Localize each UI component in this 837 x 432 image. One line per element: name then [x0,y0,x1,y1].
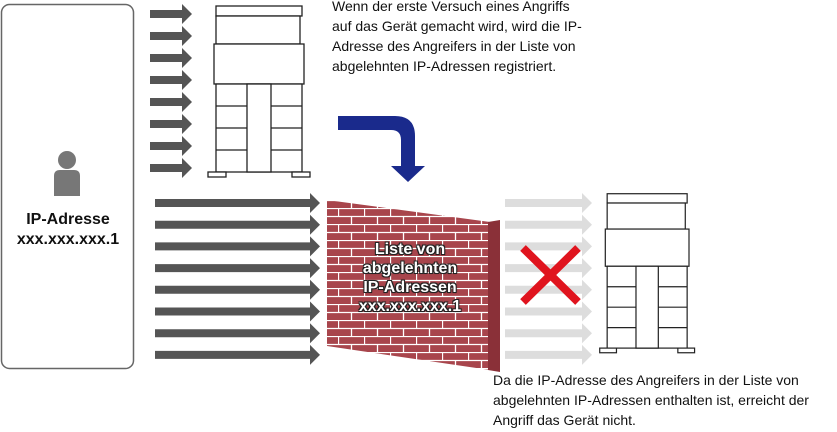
arrow-icon [505,236,592,257]
arrow-icon [150,114,192,134]
person-icon [54,151,80,196]
blocked-cross-icon [520,245,581,305]
arrow-icon [155,193,320,213]
arrow-icon [155,301,320,322]
arrow-icon [155,344,320,365]
arrow-icon [505,214,592,235]
printer-icon [207,5,311,178]
arrow-icon [155,323,320,344]
wall-line-3: IP-Adressen [363,279,457,296]
arrow-icon [155,279,320,300]
arrow-icon [150,4,192,24]
attack-arrows-blocked [155,193,320,365]
note-first-attack: Wenn der erste Versuch eines Angriffs au… [332,0,582,74]
arrow-icon [150,26,192,46]
attack-arrows-first [150,4,192,178]
arrow-icon [155,236,320,257]
arrow-icon [150,92,192,112]
wall-line-1: Liste von [374,241,446,258]
wall-line-2: abgelehnten [362,260,458,277]
deny-list-label: Liste von abgelehnten IP-Adressen xxx.xx… [330,240,490,316]
arrow-icon [505,323,592,344]
arrow-icon [150,136,192,156]
arrow-icon [155,258,320,279]
arrow-icon [505,344,592,365]
ip-label-title: IP-Adresse [26,211,110,228]
arrow-icon [150,48,192,68]
wall-icon [327,200,500,372]
note-blocked: Da die IP-Adresse des Angreifers in der … [493,372,809,428]
printer-icon-protected [599,193,696,354]
arrow-icon [505,193,592,213]
arrow-icon [155,214,320,235]
arrow-icon [505,279,592,300]
blue-arrow-icon [338,116,425,182]
arrow-icon [505,301,592,322]
wall-line-4: xxx.xxx.xxx.1 [358,298,462,315]
ip-address: xxx.xxx.xxx.1 [16,231,120,248]
arrow-icon [150,70,192,90]
attacker-ip-label: IP-Adresse xxx.xxx.xxx.1 [0,210,136,250]
arrow-icon [150,158,192,178]
